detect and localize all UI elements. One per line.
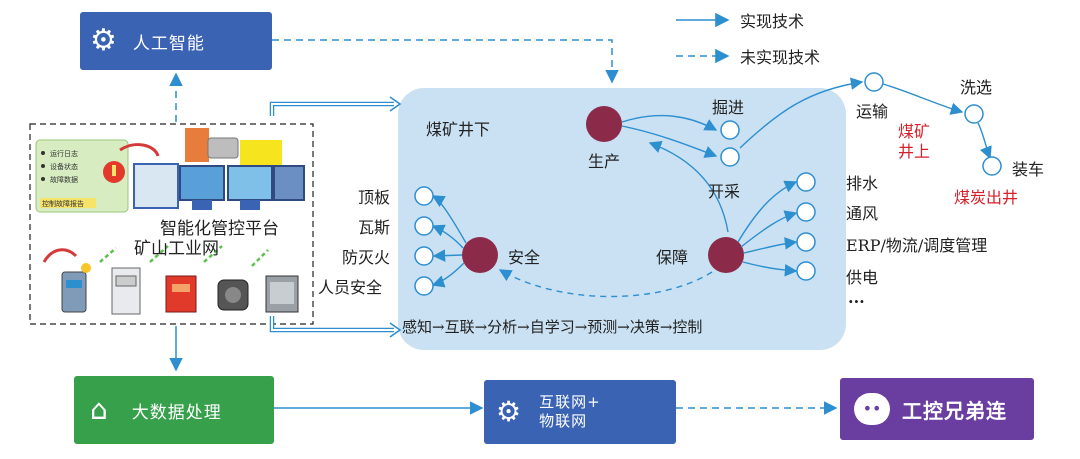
coal-out-label: 煤炭出井 [954,188,1019,207]
fire-node [414,246,434,266]
ai-to-underground-dashed [272,39,619,84]
ventilation-node [796,202,816,222]
support-to-safety-dashed [498,269,713,298]
panel-to-underground-top [269,101,394,116]
wechat-icon: •• [854,393,890,425]
legend-dashed-label: 未实现技术 [740,48,821,67]
production-node [586,106,622,142]
ai-label: 人工智能 [132,33,205,54]
iot-label: 互联网+ 物联网 [539,393,601,430]
pipeline-label: 感知→互联→分析→自学习→预测→决策→控制 [402,318,703,336]
gear-icon: ⚙ [496,395,522,428]
support-node [708,237,744,273]
bigdata-label: 大数据处理 [131,402,222,423]
safety-item-personnel: 人员安全 [318,278,383,297]
mining-to-transport [739,77,864,149]
left-panel-frame [29,123,314,325]
devices-illustration [42,245,299,315]
log-item-1: 运行日志 [50,150,78,158]
power-node [796,261,816,281]
log-card-illustration [35,139,129,213]
safety-item-fire: 防灭火 [342,248,391,267]
safety-node [462,237,498,273]
support-item-more: ··· [848,292,865,311]
home-icon: ⌂ [90,393,108,426]
safety-label: 安全 [508,248,541,267]
personnel-node [414,276,434,296]
transport-node [864,72,884,92]
roof-node [414,186,434,206]
mining-label: 开采 [708,182,741,201]
production-label: 生产 [588,152,621,171]
legend-solid-label: 实现技术 [740,12,805,31]
underground-title: 煤矿井下 [426,120,491,139]
bigdata-box: ⌂ 大数据处理 [74,376,274,444]
wechat-box: •• 工控兄弟连 [840,378,1034,440]
transport-label: 运输 [856,102,889,121]
drainage-node [796,172,816,192]
support-item-power: 供电 [846,268,879,287]
washing-label: 洗选 [960,78,993,97]
loading-node [982,156,1002,176]
iot-box: ⚙ 互联网+ 物联网 [484,380,676,444]
gear-icon: ⚙ [90,23,117,58]
panel-to-underground-bottom [269,316,394,333]
surface-label: 煤矿 井上 [898,122,931,161]
network-label: 矿山工业网 [134,239,219,259]
safety-item-gas: 瓦斯 [358,218,391,237]
log-item-2: 设备状态 [50,163,78,171]
erp-node [796,232,816,252]
support-label: 保障 [656,248,689,267]
log-footer: 控制故障报告 [42,200,84,208]
excavation-label: 掘进 [712,98,745,117]
platform-illustration [119,128,305,210]
washing-node [964,104,984,124]
safety-item-roof: 顶板 [358,188,391,207]
log-item-3: 故障数据 [50,176,78,184]
support-item-erp: ERP/物流/调度管理 [846,236,988,255]
excavation-node [720,120,740,140]
wechat-label: 工控兄弟连 [902,398,1007,423]
ai-box: ⚙ 人工智能 [80,12,272,70]
support-item-ventilation: 通风 [846,204,879,223]
mining-node [720,147,740,167]
support-item-drainage: 排水 [846,174,879,193]
platform-label: 智能化管控平台 [160,219,279,239]
gas-node [414,216,434,236]
loading-label: 装车 [1012,160,1045,179]
